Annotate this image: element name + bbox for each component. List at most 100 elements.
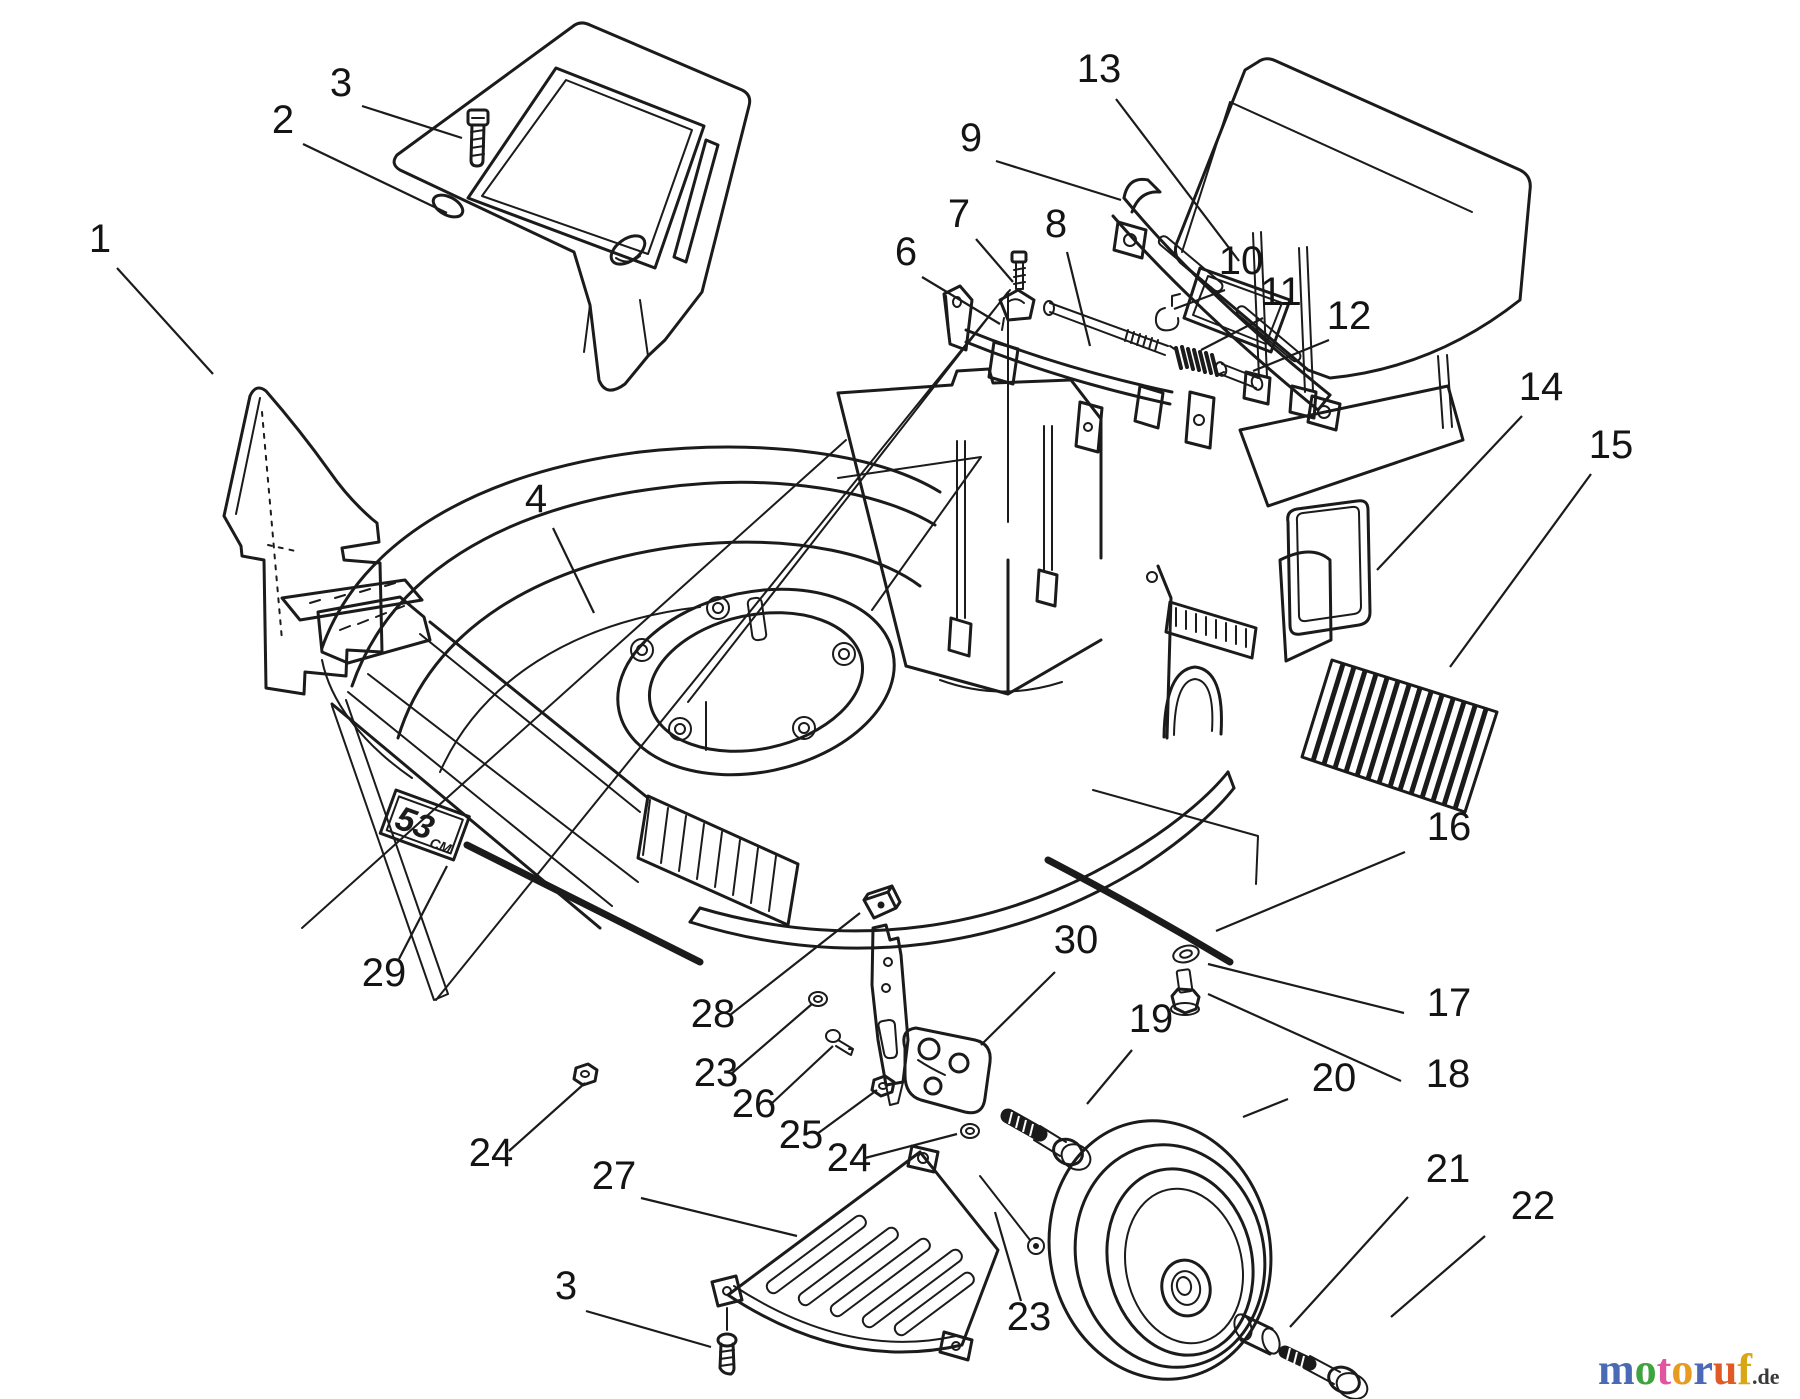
- leader-line-30: [980, 971, 1056, 1046]
- screw-top: [466, 108, 490, 168]
- leader-line-12: [1252, 338, 1330, 373]
- callout-30: 30: [1054, 918, 1099, 962]
- callout-24: 24: [827, 1136, 872, 1180]
- leader-line-7: [975, 238, 1014, 283]
- leader-line-17: [1207, 962, 1405, 1015]
- leader-line-4: [552, 527, 595, 614]
- pivot-rod: [1043, 300, 1169, 356]
- belt-guard: [710, 1144, 1000, 1376]
- grass-catcher: [1173, 57, 1532, 380]
- callout-3: 3: [330, 61, 352, 105]
- leader-line-28: [729, 912, 861, 1016]
- callout-6: 6: [895, 230, 917, 274]
- leader-line-26: [769, 1045, 834, 1106]
- nut-24-left: [572, 1062, 599, 1087]
- callout-15: 15: [1589, 423, 1634, 467]
- leader-line-9: [995, 159, 1122, 202]
- striped-decal: [1300, 658, 1499, 814]
- axle-bolt: [1278, 1345, 1369, 1399]
- leader-line-6: [921, 276, 1001, 325]
- leader-line-1: [116, 267, 214, 375]
- callout-24: 24: [469, 1131, 514, 1175]
- watermark-text: motoruf: [1598, 1345, 1752, 1394]
- deck-rear-housing: [836, 231, 1465, 740]
- callout-9: 9: [960, 116, 982, 160]
- washer-24-right: [960, 1123, 980, 1139]
- callout-19: 19: [1129, 997, 1174, 1041]
- decal-stripes: [1310, 663, 1489, 810]
- callout-17: 17: [1427, 981, 1472, 1025]
- deck-housing-bowl: [301, 289, 1236, 1001]
- callout-21: 21: [1426, 1147, 1471, 1191]
- side-discharge-deflector: [222, 386, 384, 696]
- callout-11: 11: [1260, 270, 1302, 314]
- cable-end: [1027, 1237, 1045, 1255]
- watermark-letter: m: [1598, 1345, 1635, 1394]
- wheel-tire: [1047, 1119, 1273, 1381]
- leader-line-14: [1376, 415, 1523, 571]
- callout-12: 12: [1327, 294, 1372, 338]
- leader-line-23: [730, 1003, 813, 1075]
- watermark-letter: o: [1634, 1345, 1657, 1394]
- engine-mount-bolts: [630, 596, 856, 751]
- watermark-letter: o: [1671, 1345, 1694, 1394]
- callout-18: 18: [1426, 1052, 1471, 1096]
- callout-22: 22: [1511, 1184, 1556, 1228]
- leader-line-2: [302, 143, 448, 214]
- shoulder-bolt-19: [1000, 1108, 1092, 1171]
- clamp-screw: [1010, 250, 1028, 290]
- leader-line-15: [1449, 473, 1592, 668]
- leader-line-8: [1065, 251, 1092, 347]
- rear-door: [1111, 177, 1342, 432]
- watermark-letter: f: [1737, 1345, 1752, 1394]
- bolt-18: [1170, 968, 1201, 1016]
- callout-26: 26: [732, 1082, 777, 1126]
- watermark-letter: t: [1656, 1345, 1672, 1394]
- front-skirt: 53 CM: [280, 578, 800, 1001]
- leader-line-24: [508, 1082, 586, 1152]
- clamp-nut-28: [862, 884, 902, 920]
- watermark-letter: u: [1712, 1345, 1738, 1394]
- callout-23: 23: [1007, 1295, 1052, 1339]
- leader-line-20: [1242, 1097, 1289, 1119]
- callout-4: 4: [525, 477, 547, 521]
- callout-3: 3: [555, 1264, 577, 1308]
- deck-size-badge: 53 CM: [378, 788, 471, 862]
- leader-line-24: [864, 1132, 958, 1160]
- axle-bushing: [1233, 1313, 1281, 1356]
- leader-line-29: [398, 865, 448, 960]
- leader-line-23: [993, 1211, 1023, 1302]
- deck-size-unit: CM: [428, 834, 454, 857]
- leader-line-22: [1390, 1235, 1486, 1318]
- leader-lines: [116, 98, 1592, 1349]
- window-frame: [1286, 499, 1372, 636]
- cable-clamp: [998, 288, 1036, 322]
- leader-line-10: [1173, 288, 1226, 311]
- leader-line-3: [361, 104, 463, 140]
- leader-line-16: [1215, 850, 1406, 933]
- wheel-hub: [1160, 1258, 1212, 1318]
- leader-line-19: [1086, 1049, 1133, 1105]
- leader-line-18: [1207, 992, 1402, 1083]
- callout-2: 2: [272, 98, 294, 142]
- nut-25: [870, 1074, 896, 1098]
- callout-20: 20: [1312, 1056, 1357, 1100]
- leader-line-13: [1115, 98, 1240, 262]
- callout-13: 13: [1077, 47, 1122, 91]
- screw-bottom: [716, 1307, 738, 1376]
- watermark-letter: r: [1693, 1345, 1713, 1394]
- leader-line-27: [640, 1196, 798, 1238]
- handle-mount-assembly: [942, 250, 1264, 454]
- callout-1: 1: [89, 217, 111, 261]
- leader-line-3: [585, 1309, 712, 1349]
- wheel-bracket-30: [902, 1026, 992, 1115]
- callout-23: 23: [694, 1051, 739, 1095]
- callout-28: 28: [691, 992, 736, 1036]
- leader-line-25: [816, 1089, 878, 1135]
- catcher-window: [1182, 266, 1292, 354]
- bolt-26: [825, 1029, 854, 1056]
- leader-line-21: [1289, 1196, 1409, 1328]
